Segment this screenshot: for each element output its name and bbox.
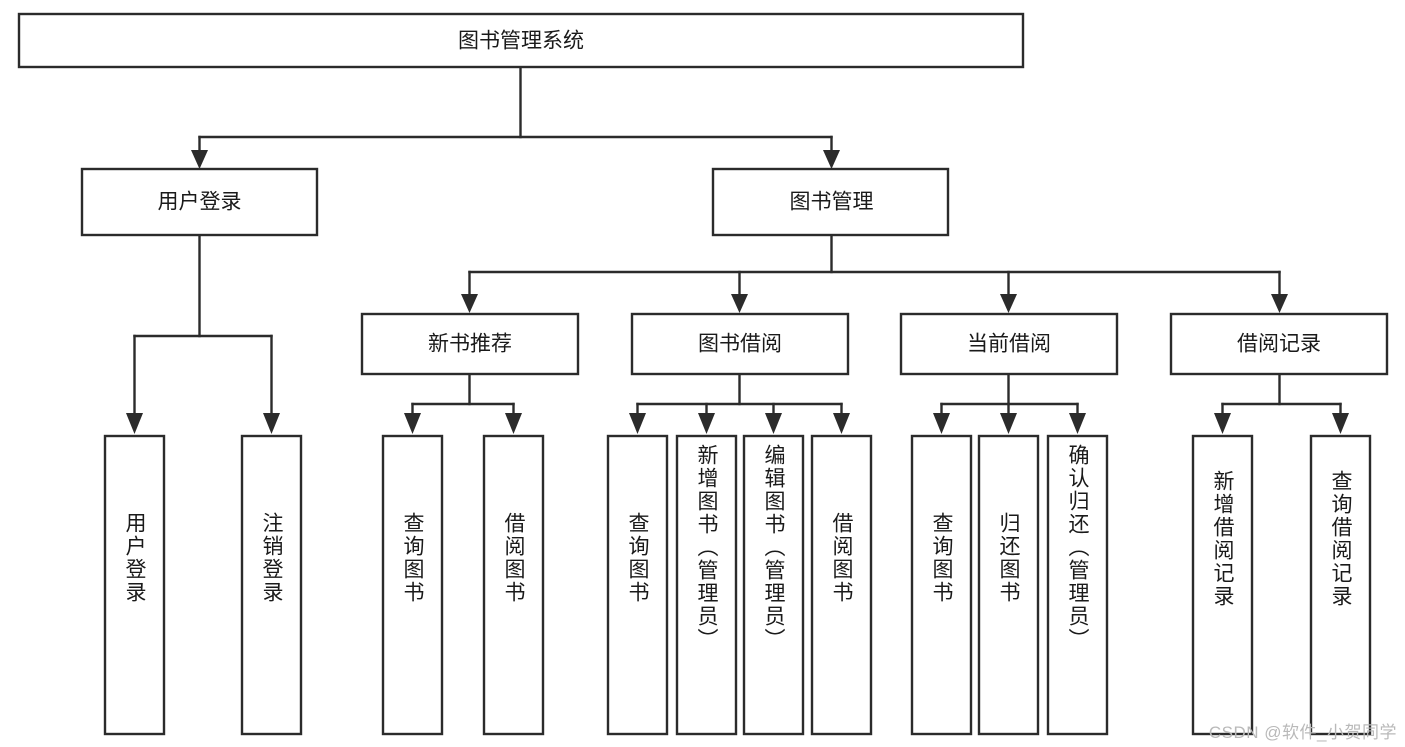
node-root-box[interactable] — [17, 12, 1025, 69]
arrow-bm-c4 — [1271, 294, 1288, 313]
node-leaf-add-book-box[interactable] — [675, 434, 738, 736]
node-new-book-recommend[interactable]: 新书推荐 — [360, 312, 580, 376]
node-borrow-record-label: 借阅记录 — [1237, 333, 1321, 356]
node-leaf-query-book-3-box[interactable] — [910, 434, 973, 736]
arrow-cb-l2 — [1000, 413, 1017, 434]
node-leaf-edit-book-box[interactable] — [742, 434, 805, 736]
node-user-login-box[interactable] — [80, 167, 319, 237]
node-leaf-query-record-box[interactable] — [1309, 434, 1372, 736]
node-leaf-borrow-book-2-box[interactable] — [810, 434, 873, 736]
arrow-br-l2 — [1332, 413, 1349, 434]
arrow-bm-c3 — [1000, 294, 1017, 313]
node-leaf-borrow-book-1-box[interactable] — [482, 434, 545, 736]
arrow-to-user-login — [191, 150, 208, 169]
arrow-bb-l4 — [833, 413, 850, 434]
arrow-bm-c2 — [731, 294, 748, 313]
watermark-text: CSDN @软件_小贺同学 — [1208, 723, 1397, 742]
arrow-ul-l2 — [263, 413, 280, 434]
arrow-nbr-l1 — [404, 413, 421, 434]
node-book-management-box[interactable] — [711, 167, 950, 237]
node-new-book-recommend-box[interactable] — [360, 312, 580, 376]
arrow-br-l1 — [1214, 413, 1231, 434]
node-new-book-recommend-label: 新书推荐 — [428, 333, 512, 356]
node-leaf-user-logout-box[interactable] — [240, 434, 303, 736]
node-leaf-query-book-1-box[interactable] — [381, 434, 444, 736]
arrow-bb-l1 — [629, 413, 646, 434]
arrow-cb-l3 — [1069, 413, 1086, 434]
node-user-login-label: 用户登录 — [158, 191, 242, 214]
arrow-bb-l3 — [765, 413, 782, 434]
node-book-management[interactable]: 图书管理 — [711, 167, 950, 237]
node-current-borrow[interactable]: 当前借阅 — [899, 312, 1119, 376]
node-leaf-add-record-box[interactable] — [1191, 434, 1254, 736]
arrow-nbr-l2 — [505, 413, 522, 434]
arrow-cb-l1 — [933, 413, 950, 434]
node-book-borrow-box[interactable] — [630, 312, 850, 376]
connector-group — [126, 65, 1349, 434]
node-root[interactable]: 图书管理系统 — [17, 12, 1025, 69]
node-current-borrow-label: 当前借阅 — [967, 333, 1051, 356]
node-book-borrow[interactable]: 图书借阅 — [630, 312, 850, 376]
node-leaf-return-book-box[interactable] — [977, 434, 1040, 736]
node-user-login[interactable]: 用户登录 — [80, 167, 319, 237]
node-book-management-label: 图书管理 — [790, 191, 874, 214]
node-leaf-query-book-2-box[interactable] — [606, 434, 669, 736]
node-borrow-record-box[interactable] — [1169, 312, 1389, 376]
node-book-borrow-label: 图书借阅 — [698, 333, 782, 356]
node-leaf-user-login-box[interactable] — [103, 434, 166, 736]
leaf-boxes-group — [103, 434, 1372, 736]
node-current-borrow-box[interactable] — [899, 312, 1119, 376]
node-root-label: 图书管理系统 — [458, 30, 584, 53]
arrow-bb-l2 — [698, 413, 715, 434]
node-leaf-confirm-return-box[interactable] — [1046, 434, 1109, 736]
arrow-to-book-management — [823, 150, 840, 169]
node-borrow-record[interactable]: 借阅记录 — [1169, 312, 1389, 376]
arrow-ul-l1 — [126, 413, 143, 434]
arrow-bm-c1 — [461, 294, 478, 313]
